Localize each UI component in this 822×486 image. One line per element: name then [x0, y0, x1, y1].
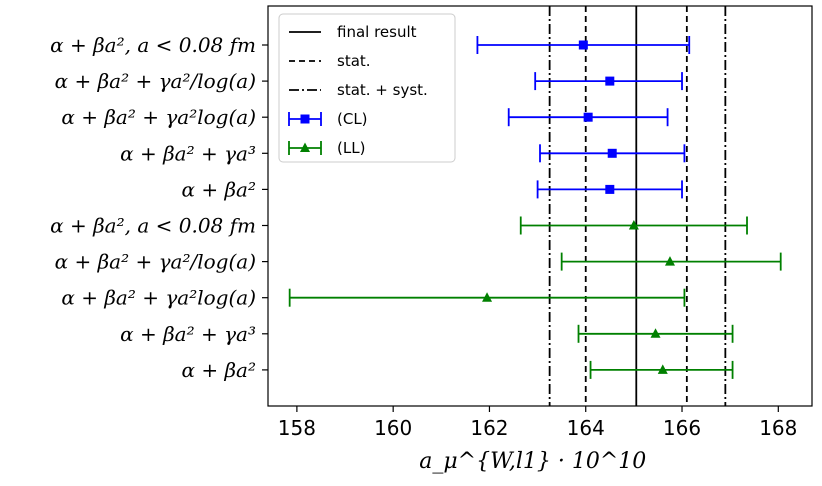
y-tick-label-1: α + βa² + γa²/log(a) [55, 69, 256, 93]
x-tick-label-168: 168 [759, 416, 797, 440]
legend-entry-4: (LL) [288, 139, 365, 157]
legend-label-3: (CL) [337, 110, 368, 128]
x-tick-label-158: 158 [278, 416, 316, 440]
reference-lines [548, 6, 727, 406]
marker-square-1 [605, 76, 615, 86]
marker-square-4 [605, 184, 615, 194]
data-markers [482, 40, 675, 374]
x-tick-label-160: 160 [374, 416, 412, 440]
y-tick-label-4: α + βa² [182, 177, 256, 201]
x-axis-title: a_μ^{W,l1} · 10^10 [419, 449, 646, 474]
marker-triangle-5 [628, 220, 639, 230]
y-tick-label-8: α + βa² + γa³ [120, 322, 256, 346]
y-tick-label-7: α + βa² + γa²log(a) [61, 286, 256, 310]
legend-entry-0: final result [289, 23, 417, 41]
legend-entry-3: (CL) [288, 110, 368, 128]
legend-marker-triangle [300, 142, 310, 152]
x-axis: 158 160 162 164 166 168 [278, 406, 797, 440]
y-tick-label-3: α + βa² + γa³ [120, 141, 256, 165]
legend-box [278, 13, 456, 163]
y-tick-label-5: α + βa², a < 0.08 fm [50, 214, 256, 238]
plot-frame [267, 5, 813, 407]
marker-square-3 [607, 148, 617, 158]
marker-square-0 [578, 40, 588, 50]
legend-label-2: stat. + syst. [337, 81, 428, 99]
y-tick-label-9: α + βa² [182, 358, 256, 382]
marker-square-2 [583, 112, 593, 122]
legend: final result stat. stat. + syst. (CL) (LL) [278, 13, 456, 163]
legend-label-0: final result [337, 23, 417, 41]
legend-label-4: (LL) [337, 139, 365, 157]
marker-triangle-6 [664, 256, 675, 266]
y-tick-label-6: α + βa² + γa²/log(a) [55, 250, 256, 274]
marker-triangle-8 [650, 328, 661, 338]
y-tick-label-2: α + βa² + γa²log(a) [61, 105, 256, 129]
legend-marker-square [300, 114, 310, 124]
x-tick-label-166: 166 [663, 416, 701, 440]
y-axis: α + βa², a < 0.08 fm α + βa² + γa²/log(a)… [50, 33, 268, 382]
legend-label-1: stat. [337, 52, 371, 70]
legend-entry-2: stat. + syst. [289, 81, 428, 99]
legend-entry-1: stat. [289, 52, 371, 70]
x-tick-label-164: 164 [567, 416, 605, 440]
marker-triangle-7 [482, 292, 493, 302]
y-tick-label-0: α + βa², a < 0.08 fm [50, 33, 256, 57]
marker-triangle-9 [657, 364, 668, 374]
x-tick-label-162: 162 [470, 416, 508, 440]
